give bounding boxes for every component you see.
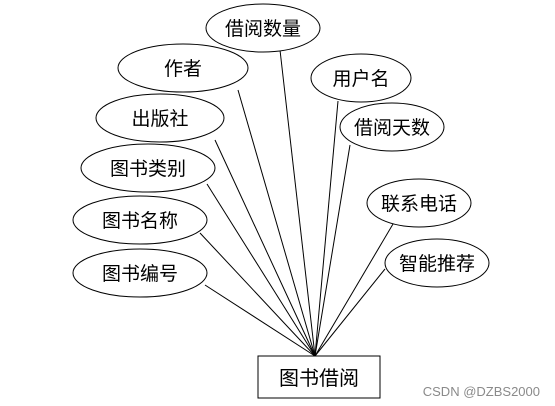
- entity-label: 图书借阅: [279, 366, 359, 390]
- attribute-ellipse: [117, 43, 249, 93]
- attribute-borrow-days: 借阅天数: [339, 102, 445, 152]
- attribute-ellipse: [205, 3, 321, 53]
- connector-borrow-count: [279, 49, 316, 357]
- entity-book-borrow: 图书借阅: [257, 355, 381, 399]
- connector-username: [314, 100, 339, 357]
- attribute-ellipse: [310, 53, 412, 103]
- attribute-label: 智能推荐: [399, 253, 475, 275]
- connector-contact-phone: [314, 223, 394, 357]
- connector-book-category: [206, 183, 316, 357]
- attribute-borrow-count: 借阅数量: [205, 3, 321, 53]
- attribute-label: 借阅数量: [225, 18, 301, 40]
- attribute-book-number: 图书编号: [72, 248, 208, 298]
- attribute-publisher: 出版社: [95, 93, 225, 143]
- attribute-label: 联系电话: [381, 193, 457, 215]
- attribute-contact-phone: 联系电话: [366, 178, 472, 228]
- attribute-label: 图书编号: [102, 263, 178, 285]
- attribute-label: 作者: [164, 58, 202, 80]
- connector-author: [237, 89, 316, 357]
- connector-book-number: [204, 284, 316, 357]
- watermark: CSDN @DZBS2000: [423, 384, 540, 399]
- attribute-username: 用户名: [310, 53, 412, 103]
- attribute-author: 作者: [117, 43, 249, 93]
- attribute-ellipse: [80, 143, 216, 193]
- connector-borrow-days: [314, 144, 351, 357]
- attribute-ellipse: [95, 93, 225, 143]
- connectors: [199, 49, 394, 357]
- attribute-label: 借阅天数: [354, 117, 430, 139]
- attribute-label: 出版社: [131, 108, 188, 130]
- attribute-ellipse: [384, 238, 490, 288]
- connector-smart-recommend: [314, 268, 386, 357]
- attribute-label: 图书类别: [110, 158, 186, 180]
- attribute-book-name: 图书名称: [72, 195, 208, 245]
- attribute-ellipse: [72, 195, 208, 245]
- attribute-smart-recommend: 智能推荐: [384, 238, 490, 288]
- attribute-book-category: 图书类别: [80, 143, 216, 193]
- connector-publisher: [214, 139, 316, 357]
- attribute-label: 用户名: [332, 68, 389, 90]
- attribute-label: 图书名称: [102, 210, 178, 232]
- entity-box: [257, 355, 381, 399]
- attribute-ellipse: [366, 178, 472, 228]
- connector-book-name: [199, 232, 316, 357]
- attribute-ellipse: [72, 248, 208, 298]
- attribute-ellipse: [339, 102, 445, 152]
